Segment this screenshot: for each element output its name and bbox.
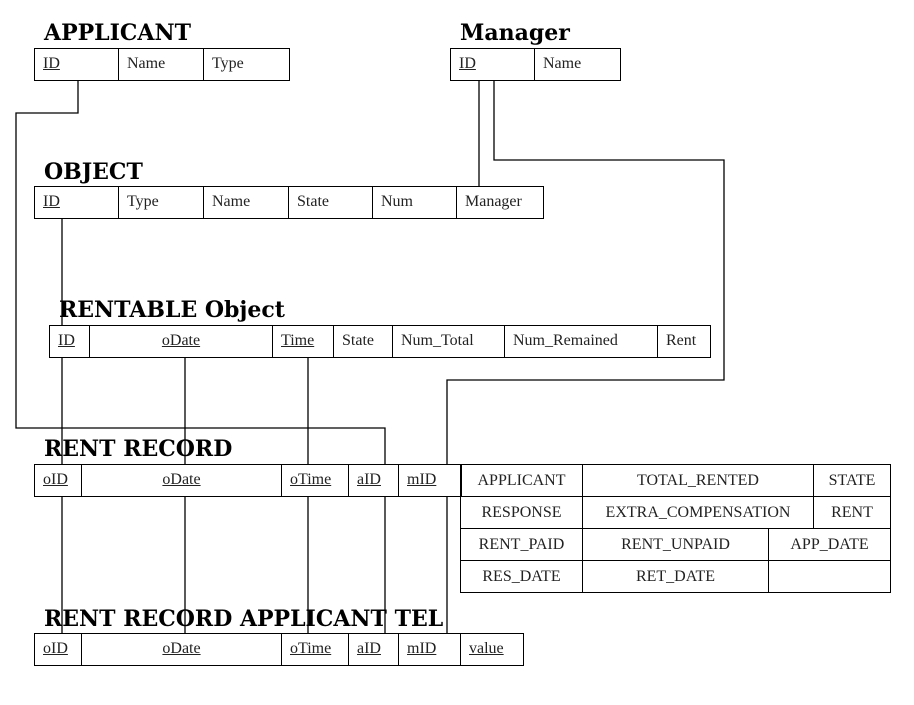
rentable-title: RENTABLE Object <box>59 297 285 323</box>
object-col-num: Num <box>373 187 457 218</box>
rentable-col-id: ID <box>50 326 90 357</box>
applicant-col-id: ID <box>35 49 119 80</box>
object-col-manager: Manager <box>465 193 522 210</box>
tel-col-oid: oID <box>35 634 82 665</box>
object-col-type: Type <box>119 187 204 218</box>
manager-table: ID Name <box>450 48 621 81</box>
rentable-col-num-total: Num_Total <box>393 326 505 357</box>
rentable-col-time: Time <box>273 326 334 357</box>
extra-col-applicant: APPLICANT <box>461 465 583 496</box>
tel-col-otime: oTime <box>282 634 349 665</box>
tel-col-aid: aID <box>349 634 399 665</box>
extra-col-ret-date: RET_DATE <box>583 561 769 592</box>
rent-record-col-oid: oID <box>35 465 82 496</box>
tel-col-mid: mID <box>399 634 461 665</box>
object-col-state: State <box>289 187 373 218</box>
object-col-name: Name <box>204 187 289 218</box>
extra-col-rent-paid: RENT_PAID <box>461 529 583 560</box>
connector-rentrecord-mid-manager <box>446 69 725 487</box>
extra-col-rent-unpaid: RENT_UNPAID <box>583 529 769 560</box>
extra-col-rent: RENT <box>831 504 873 521</box>
manager-col-name: Name <box>543 55 582 72</box>
extra-col-empty <box>769 561 890 592</box>
extra-col-total-rented: TOTAL_RENTED <box>583 465 814 496</box>
rent-record-extra-columns: APPLICANT TOTAL_RENTED STATE RESPONSE EX… <box>460 464 891 593</box>
object-title: OBJECT <box>44 159 143 185</box>
rent-record-col-odate: oDate <box>82 465 282 496</box>
rent-record-col-otime: oTime <box>282 465 349 496</box>
rent-record-tel-title: RENT RECORD APPLICANT TEL <box>44 606 444 632</box>
rentable-col-num-remained: Num_Remained <box>505 326 658 357</box>
rent-record-col-mid: mID <box>407 471 437 488</box>
extra-col-response: RESPONSE <box>461 497 583 528</box>
object-col-id: ID <box>35 187 119 218</box>
connector-rentrecord-aid-applicant <box>15 69 386 487</box>
manager-title: Manager <box>460 20 570 46</box>
rent-record-col-aid: aID <box>349 465 399 496</box>
rentable-col-odate: oDate <box>90 326 273 357</box>
extra-row-2: RESPONSE EXTRA_COMPENSATION RENT <box>460 497 891 529</box>
rentable-col-rent: Rent <box>666 332 697 349</box>
applicant-title: APPLICANT <box>44 20 191 46</box>
extra-col-res-date: RES_DATE <box>461 561 583 592</box>
manager-col-id: ID <box>451 49 535 80</box>
extra-row-3: RENT_PAID RENT_UNPAID APP_DATE <box>460 529 891 561</box>
object-table: ID Type Name State Num Manager <box>34 186 544 219</box>
extra-col-state: STATE <box>828 472 876 489</box>
rentable-col-state: State <box>334 326 393 357</box>
rent-record-tel-table: oID oDate oTime aID mID value <box>34 633 524 666</box>
extra-row-4: RES_DATE RET_DATE <box>460 561 891 593</box>
extra-row-1: APPLICANT TOTAL_RENTED STATE <box>460 464 891 497</box>
rent-record-title: RENT RECORD <box>44 436 233 462</box>
tel-col-value: value <box>469 640 504 657</box>
tel-col-odate: oDate <box>82 634 282 665</box>
applicant-col-name: Name <box>119 49 204 80</box>
applicant-col-type: Type <box>212 55 244 72</box>
extra-col-extra-compensation: EXTRA_COMPENSATION <box>583 497 814 528</box>
applicant-table: ID Name Type <box>34 48 290 81</box>
rentable-table: ID oDate Time State Num_Total Num_Remain… <box>49 325 711 358</box>
extra-col-app-date: APP_DATE <box>790 536 869 553</box>
rent-record-table: oID oDate oTime aID mID <box>34 464 462 497</box>
